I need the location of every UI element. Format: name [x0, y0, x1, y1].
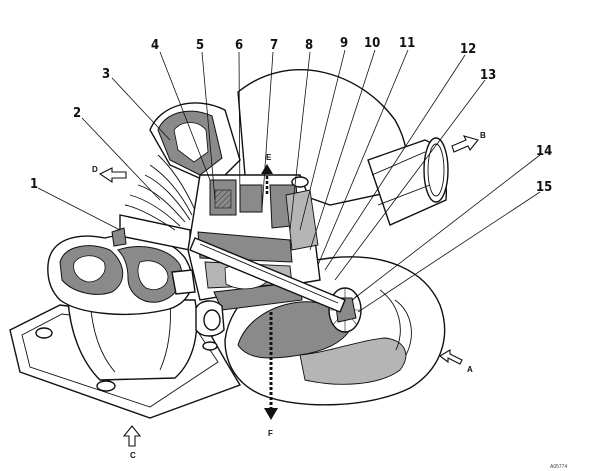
callout-12: 12: [460, 42, 476, 57]
leader-lines: [37, 49, 541, 313]
callout-13: 13: [480, 68, 496, 83]
callout-10: 10: [364, 36, 380, 51]
callout-11: 11: [399, 36, 415, 51]
callouts: 1 2 3 4 5 6 7 8 9 10 11 12 13 14 15: [30, 36, 552, 195]
compressor-outlet-duct: [367, 137, 449, 226]
center-housing: [187, 174, 321, 311]
callout-9: 9: [340, 36, 348, 51]
flow-arrow-d: D: [92, 165, 127, 184]
callout-5: 5: [196, 38, 204, 53]
callout-4: 4: [151, 38, 159, 53]
flow-arrow-b: B: [451, 131, 486, 153]
flow-label-e: E: [266, 153, 272, 162]
flow-label-c: C: [130, 451, 136, 460]
compressor-housing-top: [149, 102, 241, 186]
callout-6: 6: [235, 38, 243, 53]
flow-arrow-f: F: [264, 312, 278, 438]
figure-code: A05774: [550, 464, 567, 470]
flow-arrow-e: E: [261, 153, 273, 194]
flow-arrow-a: A: [439, 349, 473, 374]
callout-3: 3: [102, 67, 110, 82]
callout-1: 1: [30, 177, 38, 192]
callout-8: 8: [305, 38, 313, 53]
turbine-housing: [47, 234, 193, 316]
flow-label-b: B: [480, 131, 486, 140]
turbo-shaft: [189, 237, 346, 313]
turbine-wheel: [111, 154, 196, 251]
callout-15: 15: [536, 180, 552, 195]
callout-14: 14: [536, 144, 552, 159]
flow-label-d: D: [92, 165, 98, 174]
callout-2: 2: [73, 106, 81, 121]
flow-arrow-c: C: [122, 425, 142, 460]
callout-7: 7: [270, 38, 278, 53]
flow-label-a: A: [467, 365, 473, 374]
flow-label-f: F: [268, 429, 273, 438]
oil-drain-boss: [171, 176, 309, 337]
